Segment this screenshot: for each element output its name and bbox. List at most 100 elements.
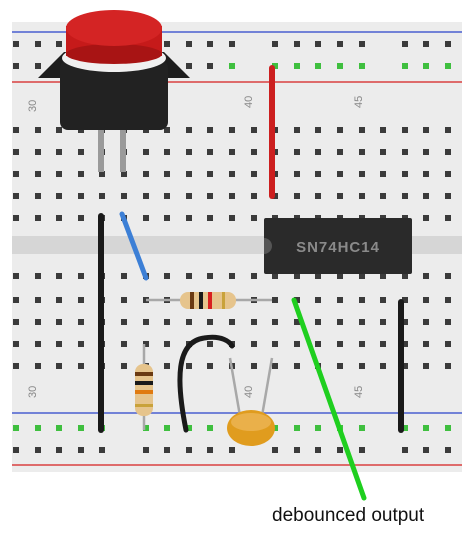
breadboard-hole xyxy=(143,215,149,221)
breadboard-hole xyxy=(337,127,343,133)
breadboard-hole xyxy=(164,127,170,133)
breadboard-hole xyxy=(78,273,84,279)
capacitor-lead-right xyxy=(260,357,274,417)
breadboard-hole xyxy=(207,341,213,347)
breadboard-hole xyxy=(380,127,386,133)
breadboard-hole xyxy=(164,447,170,453)
breadboard-hole xyxy=(337,447,343,453)
breadboard-hole xyxy=(337,341,343,347)
breadboard-hole xyxy=(121,341,127,347)
breadboard-hole xyxy=(423,319,429,325)
breadboard-hole xyxy=(380,149,386,155)
breadboard-hole xyxy=(294,425,300,431)
breadboard-hole xyxy=(13,447,19,453)
breadboard-hole xyxy=(402,297,408,303)
breadboard-hole xyxy=(359,297,365,303)
breadboard-hole xyxy=(207,193,213,199)
breadboard-hole xyxy=(423,363,429,369)
resistor-v-band-3 xyxy=(135,390,153,394)
breadboard-hole xyxy=(251,341,257,347)
ic-chip: SN74HC14 xyxy=(264,218,412,274)
breadboard-hole xyxy=(251,319,257,325)
breadboard-hole xyxy=(143,425,149,431)
blue-wire xyxy=(119,211,149,281)
breadboard-hole xyxy=(423,41,429,47)
breadboard-hole xyxy=(56,41,62,47)
breadboard-hole xyxy=(402,193,408,199)
breadboard-hole xyxy=(164,149,170,155)
breadboard-hole xyxy=(423,127,429,133)
breadboard-hole xyxy=(207,41,213,47)
breadboard-hole xyxy=(423,425,429,431)
breadboard-hole xyxy=(402,319,408,325)
breadboard-hole xyxy=(359,149,365,155)
breadboard-hole xyxy=(402,273,408,279)
breadboard-hole xyxy=(423,193,429,199)
breadboard-hole xyxy=(402,425,408,431)
breadboard-hole xyxy=(56,341,62,347)
breadboard-hole xyxy=(78,171,84,177)
breadboard-hole xyxy=(359,425,365,431)
breadboard-hole xyxy=(229,319,235,325)
resistor-v-band-2 xyxy=(135,381,153,385)
breadboard-hole xyxy=(56,273,62,279)
breadboard-hole xyxy=(99,447,105,453)
ic-body xyxy=(264,218,412,274)
breadboard-hole xyxy=(143,171,149,177)
breadboard-hole xyxy=(380,273,386,279)
breadboard-hole xyxy=(229,273,235,279)
breadboard-hole xyxy=(207,447,213,453)
breadboard-hole xyxy=(186,41,192,47)
breadboard-hole xyxy=(207,319,213,325)
resistor-band-4 xyxy=(222,292,225,309)
breadboard-hole xyxy=(445,127,451,133)
breadboard-hole xyxy=(423,297,429,303)
breadboard-hole xyxy=(359,363,365,369)
breadboard-hole xyxy=(56,447,62,453)
breadboard-hole xyxy=(13,425,19,431)
breadboard-hole xyxy=(56,171,62,177)
breadboard-hole xyxy=(359,127,365,133)
breadboard-hole xyxy=(337,319,343,325)
breadboard-hole xyxy=(229,193,235,199)
breadboard-hole xyxy=(272,297,278,303)
breadboard-hole xyxy=(445,425,451,431)
black-wire-curved xyxy=(177,334,235,433)
breadboard-hole xyxy=(56,193,62,199)
breadboard-hole xyxy=(337,63,343,69)
breadboard-hole xyxy=(13,273,19,279)
breadboard-hole xyxy=(294,363,300,369)
breadboard-hole xyxy=(99,171,105,177)
breadboard-hole xyxy=(294,447,300,453)
breadboard-hole xyxy=(445,41,451,47)
breadboard-hole xyxy=(315,425,321,431)
breadboard-hole xyxy=(78,341,84,347)
breadboard-hole xyxy=(13,319,19,325)
breadboard-hole xyxy=(402,63,408,69)
capacitor-lead-left xyxy=(228,357,242,417)
breadboard-hole xyxy=(445,149,451,155)
breadboard-hole xyxy=(337,149,343,155)
breadboard-hole xyxy=(13,215,19,221)
breadboard-hole xyxy=(251,215,257,221)
breadboard-hole xyxy=(143,319,149,325)
breadboard-hole xyxy=(13,341,19,347)
breadboard-hole xyxy=(13,41,19,47)
resistor-horizontal xyxy=(146,292,272,309)
breadboard-hole xyxy=(207,215,213,221)
breadboard-hole xyxy=(207,425,213,431)
breadboard-hole xyxy=(186,363,192,369)
breadboard-hole xyxy=(164,363,170,369)
breadboard-hole xyxy=(359,193,365,199)
breadboard-hole xyxy=(294,127,300,133)
breadboard-hole xyxy=(445,171,451,177)
breadboard-hole xyxy=(251,149,257,155)
breadboard-hole xyxy=(272,273,278,279)
breadboard-hole xyxy=(35,127,41,133)
breadboard-hole xyxy=(445,63,451,69)
breadboard-hole xyxy=(359,63,365,69)
breadboard-hole xyxy=(423,63,429,69)
breadboard-hole xyxy=(35,215,41,221)
breadboard-hole xyxy=(380,193,386,199)
